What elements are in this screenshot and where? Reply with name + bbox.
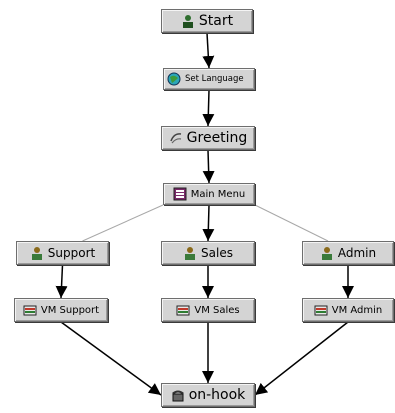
node-label: Greeting (186, 130, 248, 146)
phone-icon (171, 390, 184, 402)
node-vm-sales[interactable]: VM Sales (161, 298, 255, 322)
person-icon (321, 247, 332, 260)
edge-support-to-vmsupport (55, 264, 68, 299)
node-vm-admin[interactable]: VM Admin (302, 298, 394, 322)
node-greeting[interactable]: Greeting (161, 126, 255, 150)
person-icon (31, 247, 42, 260)
edge-mainmenu-to-sales (202, 204, 215, 242)
node-label: on-hook (188, 387, 246, 403)
edge-mainmenu-to-support (82, 204, 164, 242)
node-label: VM Sales (194, 304, 240, 316)
node-label: Admin (337, 246, 377, 260)
node-label: Start (198, 13, 234, 29)
edge-mainmenu-to-admin (254, 204, 329, 242)
menu-icon (173, 187, 187, 201)
node-label: Set Language (185, 74, 244, 84)
node-support[interactable]: Support (16, 241, 109, 265)
node-label: Sales (201, 246, 233, 260)
edge-setlang-to-greeting (202, 89, 215, 127)
node-label: Main Menu (190, 188, 246, 200)
node-admin[interactable]: Admin (302, 241, 394, 265)
voicemail-icon (314, 305, 328, 316)
node-set-language[interactable]: Set Language (163, 68, 255, 90)
node-label: Support (47, 246, 96, 260)
edge-vmsupport-to-onhook (60, 321, 162, 396)
speech-icon (169, 133, 181, 144)
node-sales[interactable]: Sales (161, 241, 255, 265)
node-on-hook[interactable]: on-hook (161, 383, 255, 407)
node-vm-support[interactable]: VM Support (14, 298, 108, 322)
voicemail-icon (176, 305, 190, 316)
node-label: VM Admin (331, 304, 383, 316)
edge-greeting-to-mainmenu (202, 149, 215, 184)
edge-start-to-setlang (202, 32, 215, 69)
voicemail-icon (23, 305, 37, 316)
person-icon (182, 15, 193, 28)
node-main-menu[interactable]: Main Menu (163, 183, 255, 205)
globe-icon (167, 72, 181, 86)
node-start[interactable]: Start (161, 9, 253, 33)
node-label: VM Support (40, 304, 100, 316)
edge-vmadmin-to-onhook (254, 321, 349, 396)
person-icon (185, 247, 196, 260)
